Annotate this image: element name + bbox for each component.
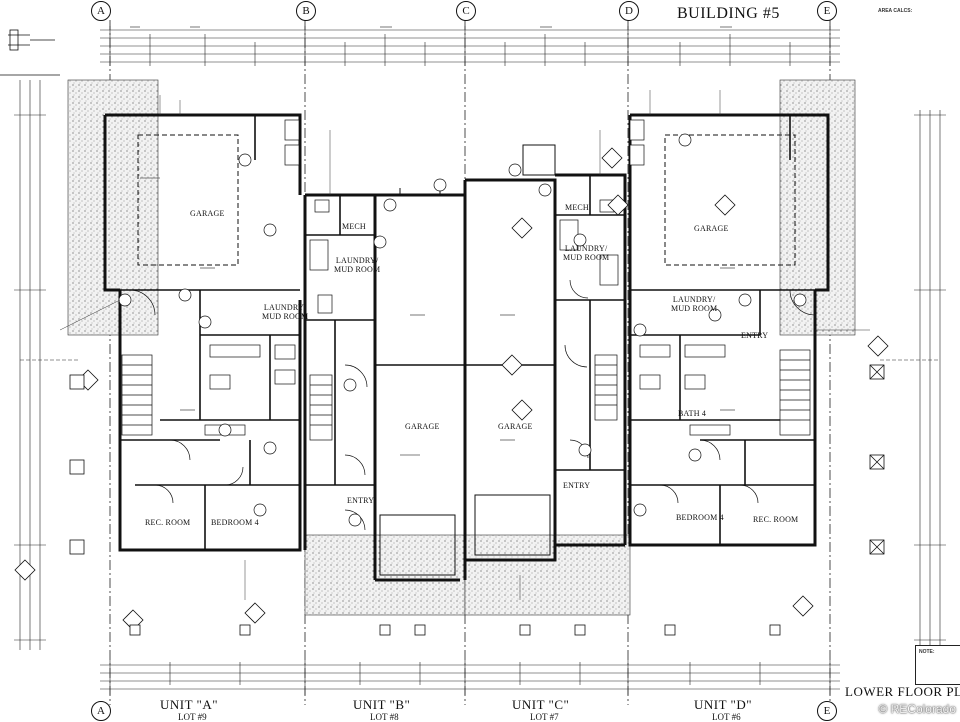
side-dimensions — [14, 80, 946, 650]
room-entry-unit-b: ENTRY — [347, 496, 375, 505]
unit-label-c: UNIT "C" — [512, 697, 570, 712]
area-calcs-box: AREA CALCS: — [872, 0, 956, 110]
room-entry-unit-d: ENTRY — [741, 331, 769, 340]
room-rec-room-unit-a: REC. ROOM — [145, 518, 191, 527]
dimension-text-marks — [130, 26, 735, 456]
watermark-text: © REColorado — [878, 702, 956, 716]
annotation-lines — [59, 90, 870, 600]
tag-callouts — [118, 133, 807, 527]
grid-bubble-c: C — [456, 1, 476, 21]
grid-bubble-a-bottom: A — [91, 701, 111, 721]
door-swings — [129, 279, 816, 531]
notes-heading: NOTE: — [919, 649, 935, 655]
bottom-dimensions — [100, 660, 840, 695]
area-calcs-heading: AREA CALCS: — [878, 8, 913, 14]
room-laundry-unit-b: LAUNDRY/ MUD ROOM — [334, 256, 381, 274]
grid-bubble-e-bottom: E — [817, 701, 837, 721]
grid-bubble-b: B — [296, 1, 316, 21]
room-laundry-unit-c: LAUNDRY/ MUD ROOM — [563, 244, 610, 262]
lot-label-a: LOT #9 — [178, 712, 207, 722]
room-bath-unit-d: BATH 4 — [678, 409, 707, 418]
notes-box: NOTE: — [915, 645, 960, 685]
room-garage-unit-b: GARAGE — [405, 422, 440, 431]
top-dimensions — [100, 26, 840, 66]
room-rec-room-unit-d: REC. ROOM — [753, 515, 799, 524]
room-laundry-unit-d: LAUNDRY/ MUD ROOM — [671, 295, 718, 313]
lot-label-d: LOT #6 — [712, 712, 741, 722]
sheet-footer-title: LOWER FLOOR PL — [845, 684, 960, 699]
room-garage-unit-a: GARAGE — [190, 209, 225, 218]
legend-symbol — [0, 29, 60, 76]
lot-label-b: LOT #8 — [370, 712, 399, 722]
unit-label-d: UNIT "D" — [694, 697, 753, 712]
exterior-walls — [103, 113, 830, 582]
stairs — [121, 349, 811, 441]
room-garage-unit-c: GARAGE — [498, 422, 533, 431]
lot-label-c: LOT #7 — [530, 712, 559, 722]
room-mech-unit-c: MECH — [565, 203, 589, 212]
room-bedroom-unit-d: BEDROOM 4 — [676, 513, 724, 522]
concrete-areas — [67, 79, 856, 616]
room-laundry-unit-a: LAUNDRY/ MUD ROOM — [262, 303, 309, 321]
interior-walls — [120, 115, 815, 550]
room-bedroom-unit-a: BEDROOM 4 — [211, 518, 259, 527]
window-markers — [69, 364, 885, 636]
room-garage-unit-d: GARAGE — [694, 224, 729, 233]
unit-label-a: UNIT "A" — [160, 697, 219, 712]
garage-doors — [137, 134, 796, 576]
room-entry-unit-c: ENTRY — [563, 481, 591, 490]
grid-bubble-d: D — [619, 1, 639, 21]
building-title: BUILDING #5 — [677, 5, 780, 22]
fixtures — [204, 119, 731, 436]
unit-label-b: UNIT "B" — [353, 697, 411, 712]
room-mech-unit-b: MECH — [342, 222, 366, 231]
grid-bubble-e: E — [817, 1, 837, 21]
grid-bubble-a: A — [91, 1, 111, 21]
